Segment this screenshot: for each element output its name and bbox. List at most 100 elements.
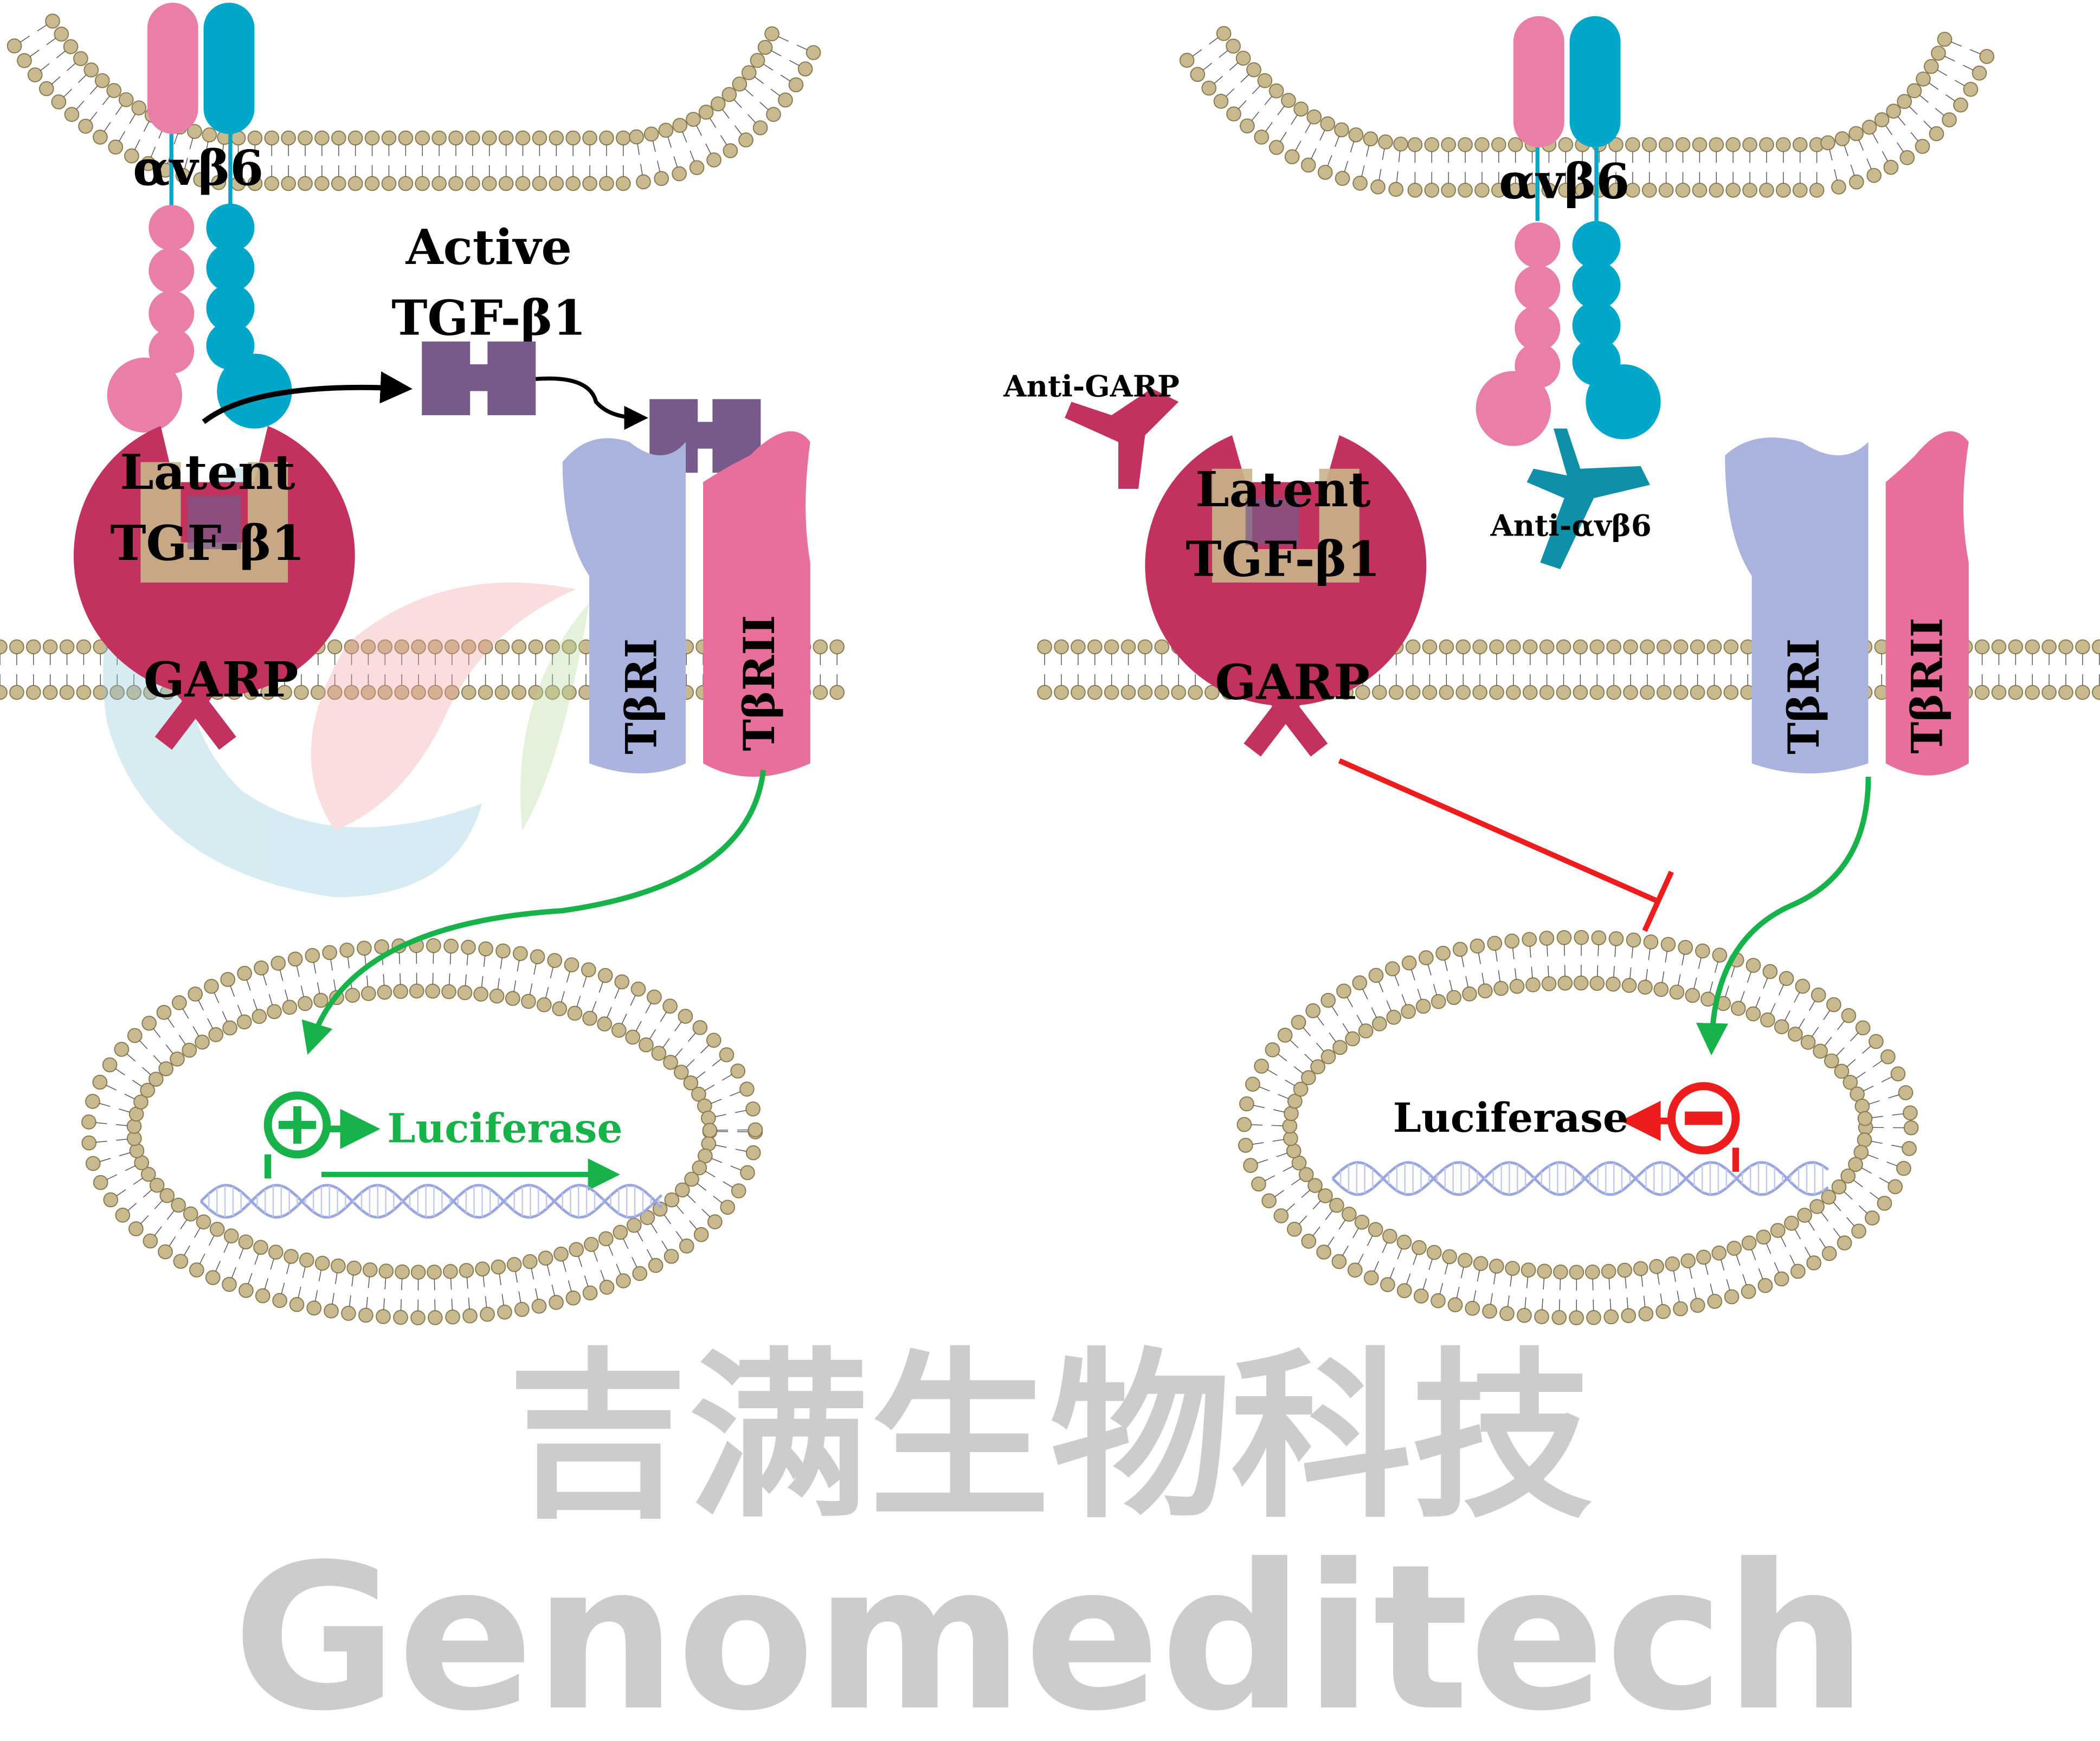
lipid-tail bbox=[1665, 951, 1667, 963]
lipid-tail bbox=[1741, 991, 1744, 1002]
lipid-head bbox=[1349, 128, 1363, 142]
lipid-head bbox=[1475, 183, 1489, 197]
lipid-tail bbox=[745, 88, 753, 96]
lipid-head bbox=[1071, 686, 1085, 700]
lipid-head bbox=[1727, 1241, 1741, 1255]
lipid-head bbox=[239, 1235, 253, 1249]
lipid-tail bbox=[1851, 1033, 1858, 1041]
lipid-tail bbox=[1863, 1086, 1873, 1091]
lipid-head bbox=[1332, 1255, 1347, 1269]
lipid-head bbox=[93, 1075, 107, 1089]
lipid-head bbox=[1287, 1144, 1301, 1158]
lipid-tail bbox=[1610, 1299, 1611, 1310]
lipid-tail bbox=[1374, 1261, 1379, 1272]
lipid-tail bbox=[567, 971, 570, 982]
lipid-head bbox=[1337, 984, 1351, 998]
lipid-head bbox=[479, 686, 493, 700]
lipid-head bbox=[569, 1242, 583, 1256]
lipid-head bbox=[340, 943, 354, 957]
lipid-head bbox=[1916, 139, 1930, 153]
lipid-tail bbox=[502, 1294, 504, 1305]
lipid-head bbox=[1105, 640, 1119, 654]
lipid-head bbox=[1888, 1179, 1902, 1194]
lipid-tail bbox=[1241, 74, 1249, 82]
lipid-tail bbox=[1882, 1077, 1892, 1082]
lipid-tail bbox=[198, 1000, 204, 1010]
lipid-tail bbox=[641, 164, 642, 175]
lipid-head bbox=[1938, 33, 1952, 47]
lipid-head bbox=[686, 112, 700, 126]
lipid-head bbox=[1423, 640, 1437, 654]
lipid-tail bbox=[1305, 1054, 1313, 1062]
lipid-tail bbox=[690, 1221, 697, 1229]
lipid-head bbox=[751, 54, 765, 68]
lipid-tail bbox=[318, 982, 320, 994]
lipid-head bbox=[27, 640, 41, 654]
lipid-tail bbox=[1353, 1228, 1359, 1238]
lipid-head bbox=[362, 986, 376, 1001]
lipid-head bbox=[1592, 931, 1606, 945]
right-latent-label: Latent bbox=[1195, 461, 1371, 518]
lipid-tail bbox=[514, 981, 516, 992]
lipid-tail bbox=[1302, 1190, 1310, 1198]
lipid-head bbox=[1321, 994, 1335, 1008]
lipid-tail bbox=[682, 132, 687, 142]
lipid-head bbox=[107, 83, 121, 98]
lipid-head bbox=[410, 984, 424, 998]
lipid-tail bbox=[1531, 966, 1532, 978]
lipid-head bbox=[723, 144, 737, 158]
lipid-tail bbox=[660, 1012, 666, 1022]
lipid-tail bbox=[763, 64, 773, 70]
lipid-head bbox=[307, 1301, 321, 1315]
lipid-head bbox=[1590, 640, 1604, 654]
lipid-tail bbox=[1413, 1254, 1417, 1265]
lipid-tail bbox=[1830, 150, 1832, 160]
lipid-head bbox=[1725, 1290, 1739, 1304]
lipid-tail bbox=[1396, 171, 1397, 183]
lipid-head bbox=[1302, 158, 1316, 172]
lipid-tail bbox=[1397, 1248, 1402, 1259]
lipid-head bbox=[1775, 1020, 1789, 1034]
lipid-head bbox=[1330, 1198, 1344, 1213]
lipid-head bbox=[1858, 1112, 1872, 1126]
lipid-head bbox=[1758, 1279, 1773, 1293]
lipid-tail bbox=[1491, 1293, 1492, 1305]
lipid-tail bbox=[789, 60, 800, 66]
lipid-tail bbox=[1859, 140, 1863, 150]
lipid-tail bbox=[314, 962, 316, 973]
lipid-head bbox=[1226, 39, 1240, 53]
lipid-tail bbox=[1362, 165, 1364, 176]
lipid-tail bbox=[449, 973, 450, 985]
lipid-tail bbox=[547, 1265, 550, 1275]
lipid-tail bbox=[96, 1141, 107, 1142]
lipid-head bbox=[1607, 686, 1621, 700]
lipid-tail bbox=[1873, 1061, 1882, 1067]
lipid-head bbox=[221, 972, 235, 986]
lipid-head bbox=[523, 1255, 537, 1269]
lipid-head bbox=[758, 41, 772, 55]
lipid-head bbox=[10, 640, 24, 654]
lipid-tail bbox=[1328, 1237, 1334, 1246]
anti-garp-label: Anti-GARP bbox=[1003, 369, 1180, 403]
lipid-tail bbox=[1955, 80, 1964, 86]
lipid-head bbox=[342, 1306, 356, 1320]
lipid-tail bbox=[797, 45, 807, 50]
lipid-head bbox=[1054, 686, 1068, 700]
lipid-head bbox=[1761, 1013, 1775, 1027]
lipid-head bbox=[64, 40, 78, 54]
lipid-head bbox=[1709, 138, 1723, 152]
lipid-head bbox=[172, 996, 186, 1010]
lipid-head bbox=[498, 1305, 512, 1319]
lipid-tail bbox=[1239, 101, 1246, 109]
lipid-tail bbox=[1515, 968, 1516, 979]
lipid-tail bbox=[47, 38, 56, 44]
lipid-head bbox=[224, 1229, 239, 1243]
lipid-tail bbox=[1627, 1298, 1628, 1309]
lipid-tail bbox=[315, 1290, 318, 1301]
lipid-tail bbox=[1350, 141, 1354, 152]
lipid-head bbox=[1771, 1223, 1785, 1237]
lipid-head bbox=[516, 177, 530, 191]
lipid-tail bbox=[735, 1110, 746, 1112]
lipid-tail bbox=[622, 1014, 627, 1024]
lipid-head bbox=[495, 686, 510, 700]
